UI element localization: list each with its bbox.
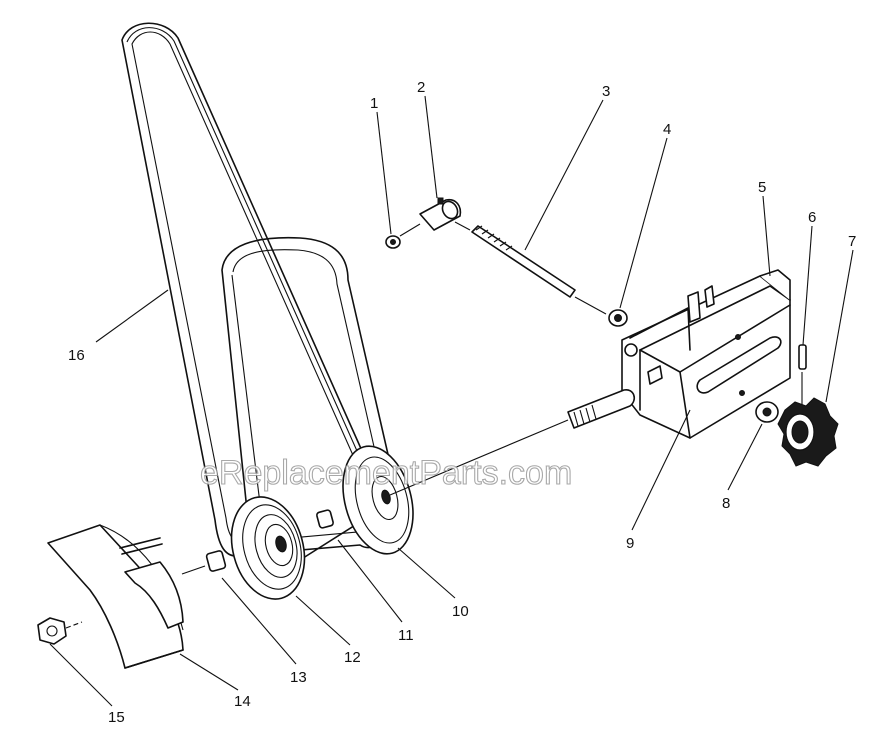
- hex-nut: [37, 617, 83, 645]
- callout-10: 10: [452, 603, 469, 620]
- callout-6: 6: [808, 209, 816, 226]
- washer-4: [574, 296, 628, 327]
- callout-2: 2: [417, 79, 425, 96]
- callout-leaders: [49, 95, 854, 707]
- callout-7: 7: [848, 233, 856, 250]
- callout-9: 9: [626, 535, 634, 552]
- belt-guard: [47, 524, 184, 669]
- callout-11: 11: [398, 627, 414, 644]
- spacer-13: [205, 550, 227, 572]
- callout-14: 14: [234, 693, 251, 710]
- pulley-double: [230, 496, 306, 600]
- callout-1: 1: [370, 95, 378, 112]
- callout-12: 12: [344, 649, 361, 666]
- callout-4: 4: [663, 121, 671, 138]
- callout-5: 5: [758, 179, 766, 196]
- washer-8: [755, 401, 779, 423]
- callout-3: 3: [602, 83, 610, 100]
- watermark: eReplacementParts.com: [200, 454, 572, 492]
- small-nut: [385, 235, 401, 249]
- callout-13: 13: [290, 669, 307, 686]
- callout-15: 15: [108, 709, 125, 726]
- callout-8: 8: [722, 495, 730, 512]
- callout-16: 16: [68, 347, 85, 364]
- threaded-rod: [454, 221, 576, 298]
- knob: [777, 397, 839, 467]
- short-v-belt: [221, 236, 399, 561]
- callout-labels: 1 2 3 4 5 6 7 8 9 10 11 12 13 14 15 16: [68, 79, 856, 726]
- pulley-large: [342, 445, 414, 555]
- gearbox-housing: [621, 269, 791, 439]
- spacer-11: [316, 509, 334, 529]
- input-shaft: [567, 389, 636, 429]
- pin: [798, 344, 807, 405]
- coupling: [399, 197, 462, 237]
